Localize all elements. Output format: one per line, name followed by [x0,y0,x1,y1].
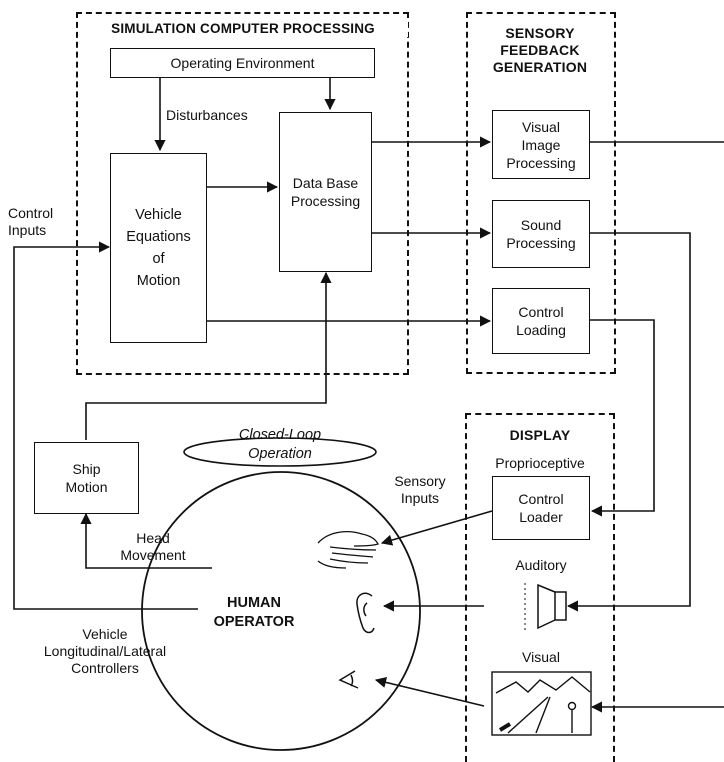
group-sensory-feedback [466,12,616,374]
arrow-shipmotion-to-database [85,271,332,440]
box-sound-processing: Sound Processing [492,200,590,268]
box-data-base-processing: Data Base Processing [279,112,372,272]
ear-icon [356,592,375,634]
human-operator-circle [141,471,421,751]
box-control-loading: Control Loading [492,288,590,354]
box-ship-motion: Ship Motion [34,442,139,514]
label-closed-loop-operation: Closed-Loop Operation [238,427,322,462]
label-sensory-inputs: Sensory Inputs [394,473,446,506]
group-display [465,413,615,762]
arrow-sound-to-speaker [566,232,691,612]
hand-icon [317,531,379,569]
box-vehicle-equations: Vehicle Equations of Motion [110,153,207,343]
closed-loop-ellipse [183,437,377,467]
visual-display-icon [491,671,592,736]
box-control-loader: Control Loader [492,476,590,540]
group-title-sensory-feedback: SENSORY FEEDBACK GENERATION [492,25,588,75]
label-proprioceptive: Proprioceptive [495,455,585,471]
group-title-simulation: SIMULATION COMPUTER PROCESSING [78,20,408,37]
label-vehicle-controllers: Vehicle Longitudinal/Lateral Controllers [43,626,167,676]
arrow-loader-to-hand [380,510,493,546]
label-auditory: Auditory [515,557,567,573]
group-simulation [76,12,409,375]
label-visual: Visual [522,649,560,665]
group-title-display: DISPLAY [509,427,571,443]
speaker-icon [537,583,567,630]
eye-icon [338,670,359,689]
box-visual-image-processing: Visual Image Processing [492,110,590,179]
road-stripe-icon [498,722,512,732]
arrow-loading-to-loader [590,319,655,517]
label-head-movement: Head Movement [120,530,186,563]
box-operating-environment: Operating Environment [110,48,375,78]
label-disturbances: Disturbances [166,107,248,123]
label-control-inputs: Control Inputs [8,205,54,238]
label-human-operator: HUMAN OPERATOR [213,595,295,630]
arrow-controller-to-vehicle [13,241,198,610]
arrow-head-to-shipmotion [80,512,212,569]
